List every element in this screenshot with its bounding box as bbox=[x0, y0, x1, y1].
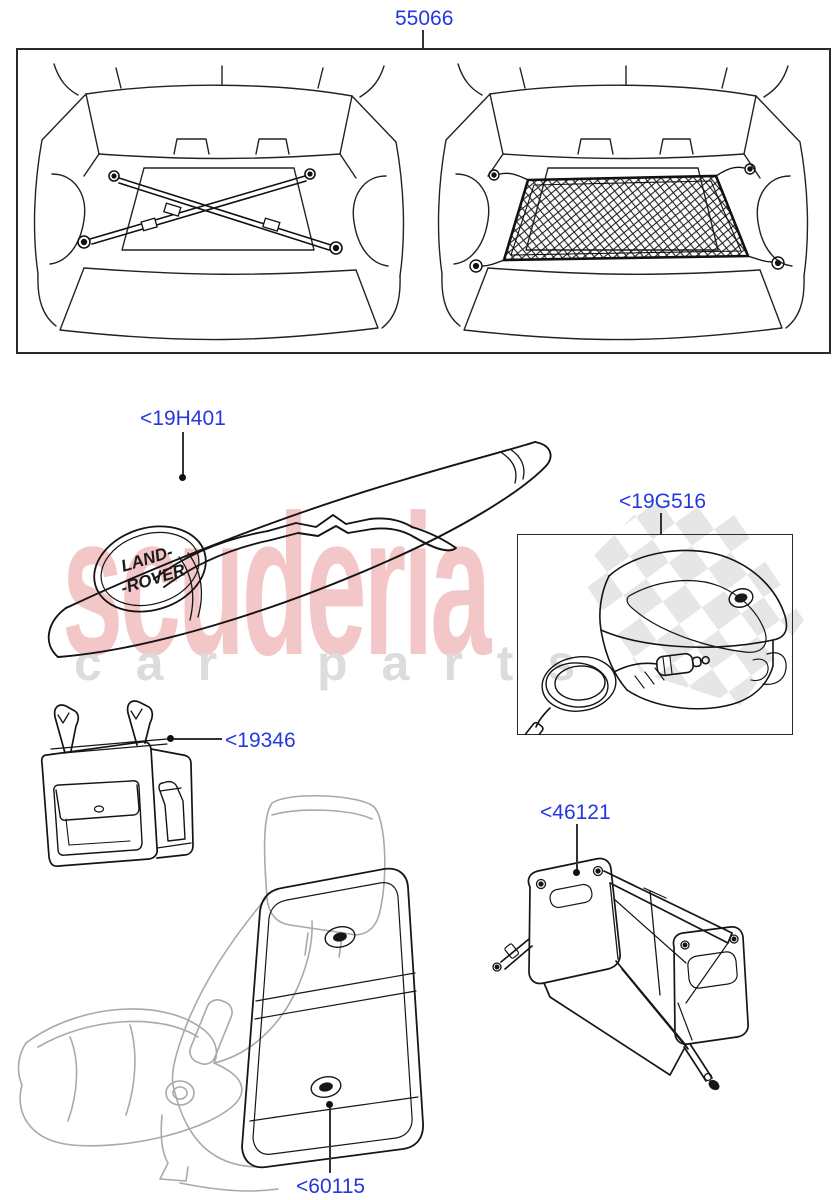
leader-dot-46121 bbox=[573, 869, 580, 876]
12v-plug bbox=[655, 652, 710, 677]
leader-19346 bbox=[173, 738, 222, 740]
seat-outline bbox=[17, 795, 386, 1192]
trunk-with-net-drawing bbox=[437, 63, 809, 341]
cooler-roundel bbox=[728, 588, 754, 608]
cool-box-frame bbox=[517, 534, 793, 735]
watermark-secondary: car parts bbox=[74, 635, 610, 691]
seat-with-back-panel-drawing bbox=[17, 795, 424, 1192]
callout-60115[interactable]: <60115 bbox=[296, 1175, 366, 1198]
leader-60115 bbox=[329, 1105, 331, 1173]
callout-55066[interactable]: 55066 bbox=[395, 7, 454, 30]
leader-19H401 bbox=[182, 432, 184, 476]
callout-19H401[interactable]: <19H401 bbox=[140, 407, 226, 430]
ski-bag-drawing: LAND- -ROVER bbox=[47, 441, 552, 658]
leader-55066 bbox=[422, 30, 424, 48]
watermark-primary: scuderia bbox=[62, 474, 491, 697]
seat-back-bag-drawing bbox=[40, 700, 194, 868]
leader-dot-19346 bbox=[167, 735, 174, 742]
callout-19G516[interactable]: <19G516 bbox=[619, 490, 706, 513]
leader-19G516 bbox=[660, 513, 662, 534]
leader-46121 bbox=[576, 824, 578, 871]
power-cable bbox=[524, 652, 710, 735]
callout-19346[interactable]: <19346 bbox=[225, 729, 296, 752]
cool-box-drawing bbox=[524, 549, 788, 735]
cargo-organizer-drawing bbox=[492, 857, 749, 1091]
callout-46121[interactable]: <46121 bbox=[540, 801, 611, 824]
trunk-with-straps-drawing bbox=[33, 63, 405, 341]
leader-dot-19H401 bbox=[179, 474, 186, 481]
retention-kit-frame bbox=[16, 48, 831, 354]
seat-back-panel bbox=[241, 867, 424, 1169]
luggage-retention-drawings bbox=[33, 63, 809, 341]
leader-dot-60115 bbox=[326, 1101, 333, 1108]
